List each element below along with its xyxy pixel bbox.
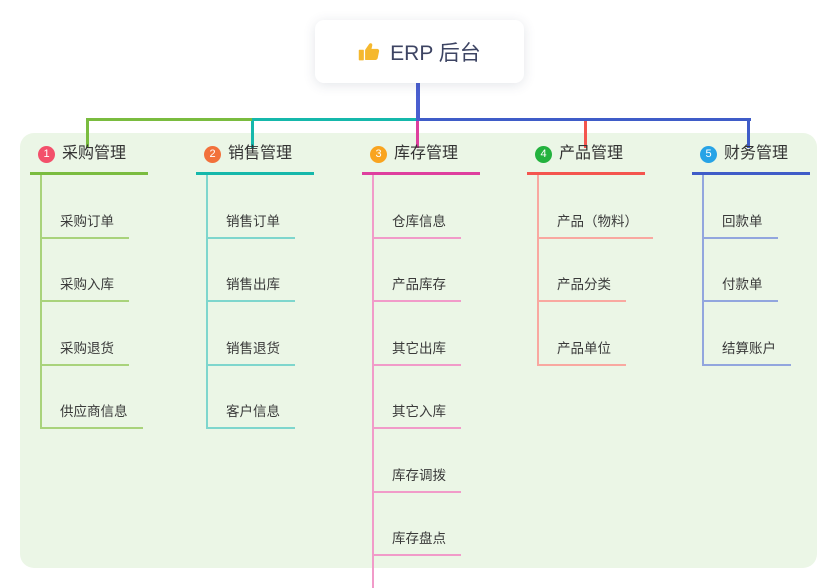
branch-label: 采购管理 bbox=[62, 145, 127, 162]
child-label: 库存盘点 bbox=[392, 531, 446, 546]
branch-children: 仓库信息产品库存其它出库其它入库库存调拨库存盘点出库库明细 bbox=[372, 175, 475, 588]
branch-node[interactable]: 5 财务管理 bbox=[692, 143, 810, 175]
branch-column: 1 采购管理采购订单采购入库采购退货供应商信息 bbox=[30, 143, 148, 429]
branch-column: 5 财务管理回款单付款单结算账户 bbox=[692, 143, 810, 366]
child-node[interactable]: 采购退货 bbox=[42, 302, 129, 366]
child-node[interactable]: 产品单位 bbox=[539, 302, 626, 366]
branch-drop-line bbox=[250, 118, 254, 148]
branch-children: 销售订单销售出库销售退货客户信息 bbox=[206, 175, 295, 429]
child-label: 结算账户 bbox=[722, 340, 776, 356]
branch-label: 产品管理 bbox=[559, 145, 624, 162]
child-label: 销售退货 bbox=[226, 340, 280, 356]
branch-drop-line bbox=[415, 118, 419, 148]
child-node[interactable]: 库存盘点 bbox=[374, 493, 461, 556]
child-label: 其它出库 bbox=[392, 340, 446, 356]
child-node[interactable]: 付款单 bbox=[704, 239, 778, 302]
child-label: 客户信息 bbox=[226, 404, 280, 419]
child-node[interactable]: 采购订单 bbox=[42, 175, 129, 239]
branch-number-badge: 2 bbox=[204, 145, 221, 163]
bus-segment bbox=[87, 118, 254, 121]
thumbs-up-icon bbox=[358, 40, 381, 63]
child-node[interactable]: 采购入库 bbox=[42, 239, 129, 302]
root-node[interactable]: ERP 后台 bbox=[315, 20, 524, 83]
branch-column: 3 库存管理仓库信息产品库存其它出库其它入库库存调拨库存盘点出库库明细 bbox=[362, 143, 480, 588]
child-label: 供应商信息 bbox=[60, 404, 128, 419]
child-node[interactable]: 销售出库 bbox=[208, 239, 295, 302]
branch-number-badge: 5 bbox=[700, 145, 717, 163]
child-label: 采购退货 bbox=[60, 340, 114, 356]
branch-column: 2 销售管理销售订单销售出库销售退货客户信息 bbox=[196, 143, 314, 429]
branch-column: 4 产品管理产品（物料） 产品分类产品单位 bbox=[527, 143, 653, 366]
child-label: 采购订单 bbox=[60, 213, 114, 229]
child-label: 销售订单 bbox=[226, 213, 280, 229]
child-node[interactable]: 其它出库 bbox=[374, 302, 461, 366]
branch-label: 库存管理 bbox=[394, 145, 459, 162]
branch-number-badge: 4 bbox=[535, 145, 552, 163]
child-label: 产品单位 bbox=[557, 340, 611, 356]
child-node[interactable]: 其它入库 bbox=[374, 366, 461, 429]
branch-children: 采购订单采购入库采购退货供应商信息 bbox=[40, 175, 143, 429]
child-label: 产品分类 bbox=[557, 277, 611, 292]
child-label: 付款单 bbox=[722, 277, 763, 292]
branch-drop-line bbox=[85, 118, 89, 148]
child-node[interactable]: 产品（物料） bbox=[539, 175, 653, 239]
bus-segment bbox=[252, 118, 420, 121]
child-label: 库存调拨 bbox=[392, 467, 446, 483]
child-label: 销售出库 bbox=[226, 277, 280, 292]
root-label: ERP 后台 bbox=[390, 41, 481, 65]
branch-children: 回款单付款单结算账户 bbox=[702, 175, 791, 366]
branch-node[interactable]: 3 库存管理 bbox=[362, 143, 480, 175]
branch-children: 产品（物料） 产品分类产品单位 bbox=[537, 175, 653, 366]
mindmap-panel bbox=[20, 133, 817, 568]
branch-number-badge: 1 bbox=[38, 145, 55, 163]
child-node[interactable]: 仓库信息 bbox=[374, 175, 461, 239]
child-node[interactable]: 供应商信息 bbox=[42, 366, 143, 429]
child-label: 回款单 bbox=[722, 213, 763, 229]
child-node[interactable]: 库存调拨 bbox=[374, 429, 461, 493]
child-node[interactable]: 产品分类 bbox=[539, 239, 626, 302]
child-node[interactable]: 产品库存 bbox=[374, 239, 461, 302]
branch-node[interactable]: 2 销售管理 bbox=[196, 143, 314, 175]
branch-node[interactable]: 1 采购管理 bbox=[30, 143, 148, 175]
child-label: 采购入库 bbox=[60, 277, 114, 292]
child-node[interactable]: 销售订单 bbox=[208, 175, 295, 239]
child-node[interactable]: 出库库明细 bbox=[374, 556, 475, 588]
child-node[interactable]: 销售退货 bbox=[208, 302, 295, 366]
bus-segment bbox=[417, 118, 751, 121]
branch-label: 销售管理 bbox=[228, 145, 293, 162]
root-connector-line bbox=[416, 82, 420, 121]
child-label: 产品（物料） bbox=[557, 213, 638, 229]
branch-number-badge: 3 bbox=[370, 145, 387, 163]
branch-drop-line bbox=[583, 118, 587, 148]
branch-node[interactable]: 4 产品管理 bbox=[527, 143, 645, 175]
branch-drop-line bbox=[746, 118, 750, 148]
child-node[interactable]: 客户信息 bbox=[208, 366, 295, 429]
branch-label: 财务管理 bbox=[724, 145, 789, 162]
child-label: 产品库存 bbox=[392, 277, 446, 292]
child-node[interactable]: 结算账户 bbox=[704, 302, 791, 366]
child-label: 其它入库 bbox=[392, 404, 446, 419]
child-label: 仓库信息 bbox=[392, 213, 446, 229]
child-node[interactable]: 回款单 bbox=[704, 175, 778, 239]
